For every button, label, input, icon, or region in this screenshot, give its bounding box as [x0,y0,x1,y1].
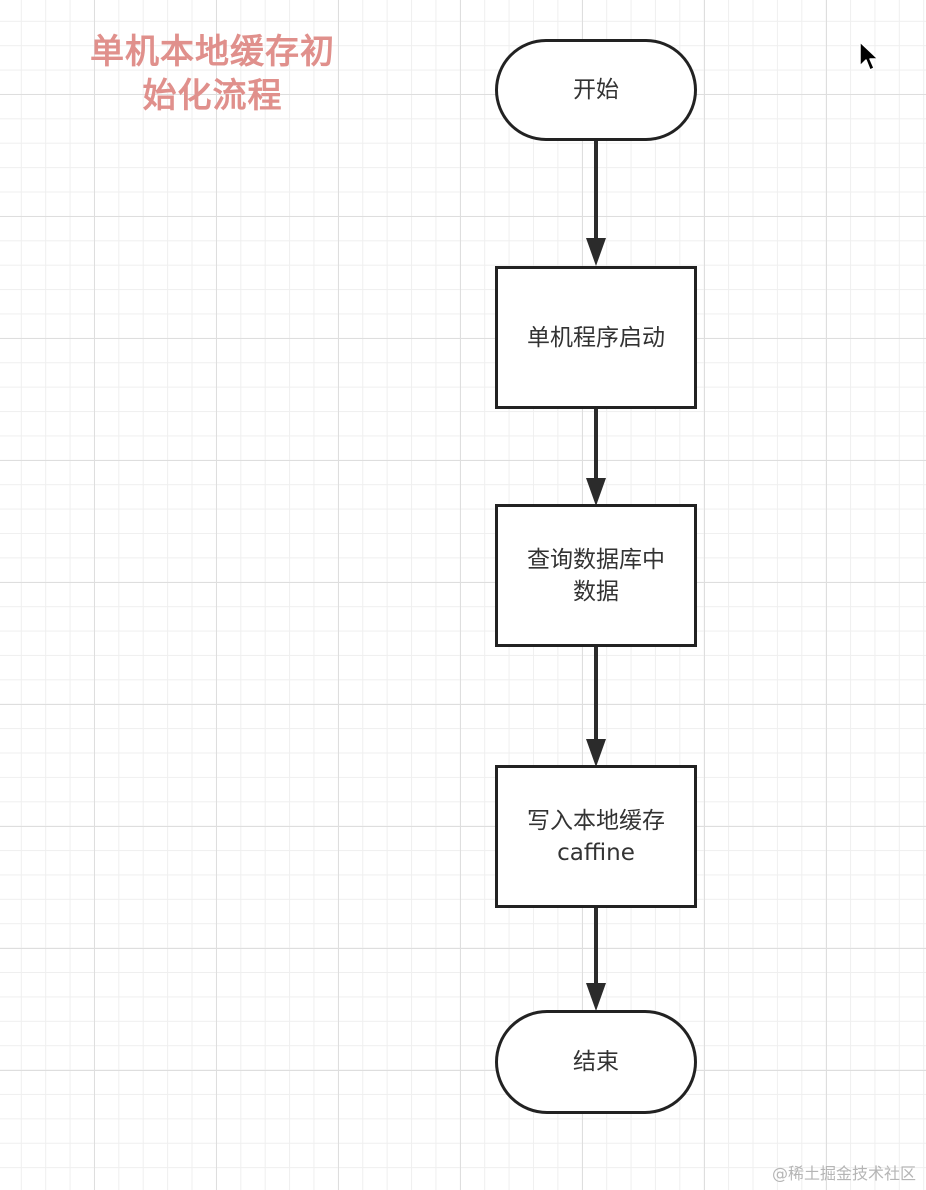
diagram-title: 单机本地缓存初 始化流程 [90,32,335,116]
launch-node-label: 单机程序启动 [527,324,665,351]
end-node-label: 结束 [573,1049,619,1075]
edge-launch-query [594,408,598,480]
edge-start-launch [594,140,598,240]
start-node-label: 开始 [573,77,619,103]
start-node[interactable]: 开始 [495,39,697,141]
arrowhead-query-write [586,739,606,767]
arrowhead-launch-query [586,478,606,506]
write-node[interactable]: 写入本地缓存 caffine [495,765,697,908]
query-node-label: 查询数据库中 数据 [527,546,665,605]
arrowhead-write-end [586,983,606,1011]
edge-write-end [594,905,598,985]
arrowhead-start-launch [586,238,606,266]
watermark: @稀土掘金技术社区 [771,1164,916,1183]
edge-query-write [594,645,598,741]
end-node[interactable]: 结束 [495,1010,697,1114]
mouse-cursor-icon [859,41,879,71]
write-node-label: 写入本地缓存 caffine [527,807,665,866]
launch-node[interactable]: 单机程序启动 [495,266,697,409]
query-node[interactable]: 查询数据库中 数据 [495,504,697,647]
